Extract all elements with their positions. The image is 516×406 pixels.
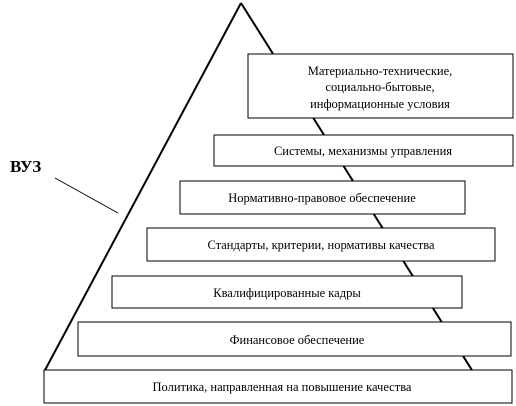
block-line: Квалифицированные кадры	[213, 286, 361, 300]
block-qualified-staff: Квалифицированные кадры	[111, 275, 463, 309]
block-line: Финансовое обеспечение	[230, 333, 365, 347]
label-leader-line	[54, 177, 119, 214]
block-line: Нормативно-правовое обеспечение	[228, 191, 416, 205]
block-quality-policy: Политика, направленная на повышение каче…	[43, 369, 513, 404]
block-line: информационные условия	[310, 97, 450, 111]
block-management-systems: Системы, механизмы управления	[213, 134, 514, 167]
vuz-label: ВУЗ	[10, 157, 41, 176]
block-financial-support: Финансовое обеспечение	[77, 321, 512, 357]
block-line: социально-бытовые,	[325, 80, 434, 94]
block-legal-support: Нормативно-правовое обеспечение	[179, 180, 466, 215]
block-line: Политика, направленная на повышение каче…	[153, 380, 412, 394]
block-material-conditions: Материально-технические, социально-бытов…	[247, 53, 514, 119]
block-line: Стандарты, критерии, нормативы качества	[207, 238, 434, 252]
block-quality-standards: Стандарты, критерии, нормативы качества	[146, 227, 496, 262]
block-line: Материально-технические,	[308, 64, 453, 78]
block-line: Системы, механизмы управления	[274, 144, 452, 158]
pyramid-left-edge	[43, 2, 242, 373]
